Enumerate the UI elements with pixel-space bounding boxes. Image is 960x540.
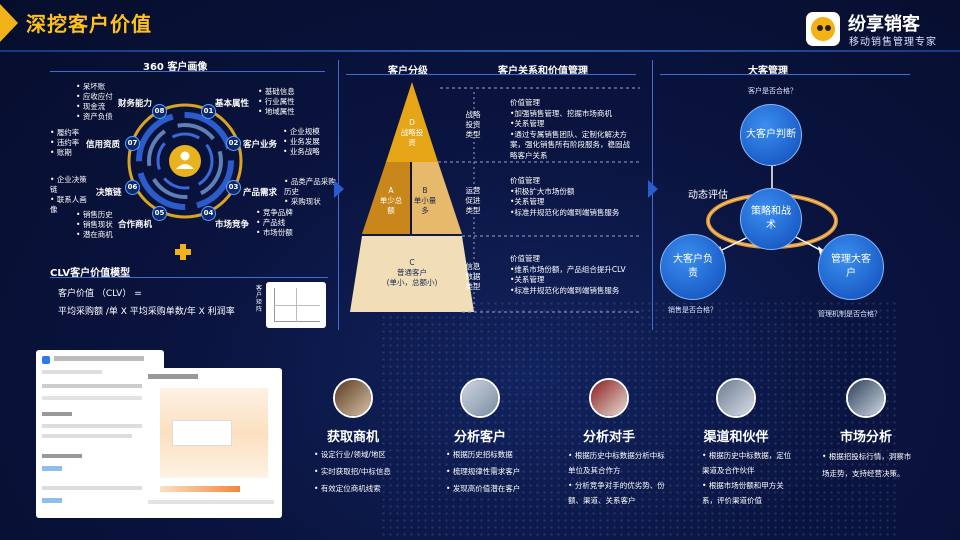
clv-formula-line2: 平均采购额 /单 X 平均采购单数/年 X 利润率 — [58, 307, 235, 317]
feature-image — [846, 378, 886, 418]
segment-items: 企业决策链联系人画像 — [50, 175, 94, 215]
segment-items: 履约率违约率账期 — [50, 128, 80, 158]
segment-items: 销售历史销售现状潜在商机 — [76, 210, 113, 240]
segment-items: 基础信息行业属性地域属性 — [258, 87, 295, 117]
question-sales: 销售是否合格？ — [668, 306, 717, 314]
node-big-account-judgement: 大客户判断 — [740, 104, 802, 166]
segment-number: 06 — [125, 180, 140, 195]
feature-items: 根据历史招标数据梳理规律性需求客户发现高价值潜在客户 — [446, 446, 556, 497]
brand-slogan: 移动销售管理专家 — [849, 37, 937, 48]
segment-items: 品类产品采购历史采购现状 — [284, 177, 336, 207]
feature-image — [589, 378, 629, 418]
segment-number: 05 — [152, 206, 167, 221]
feature-items: 根据历史中标数据，定位渠道及合作伙伴根据市场份额和甲方关系，评价渠道价值 — [702, 448, 794, 508]
segment-number: 01 — [201, 104, 216, 119]
chevron-right-icon — [334, 180, 344, 198]
segment-items: 企业规模业务发展业务战略 — [283, 127, 320, 157]
segment-number: 02 — [226, 136, 241, 151]
app-screenshot-analysis — [142, 368, 282, 518]
brand-logo-icon — [806, 12, 840, 46]
feature-image — [716, 378, 756, 418]
segment-number: 03 — [226, 180, 241, 195]
feature-items: 根据历史中标数据分析中标单位及其合作方分析竞争对手的优劣势、份额、渠道、关系客户 — [568, 448, 668, 508]
type-operational: 运营促进类型 — [465, 186, 481, 215]
segmentation-title: 客户分级 — [388, 66, 428, 77]
plus-icon — [175, 244, 191, 260]
type-information: 信息数据类型 — [465, 262, 481, 291]
page-title: 深挖客户价值 — [26, 12, 152, 36]
segment-label: 客户业务 — [243, 140, 278, 150]
clv-matrix-label: 客户矩阵 — [256, 285, 263, 313]
segment-items: 呆坏账应收应付现金流资产负债 — [76, 82, 113, 122]
segment-label: 基本属性 — [215, 99, 250, 109]
segmentation-divider — [346, 74, 636, 75]
node-account-owner: 大客户负责 — [660, 234, 726, 300]
key-accounts-divider — [660, 74, 910, 75]
segment-number: 07 — [125, 136, 140, 151]
feature-title: 获取商机 — [326, 430, 379, 445]
node-manage-account: 管理大客户 — [818, 234, 884, 300]
customer-pyramid — [350, 82, 640, 313]
portrait-title: 360 客户画像 — [143, 62, 208, 73]
question-customer: 客户是否合格？ — [748, 87, 797, 95]
relationship-title: 客户关系和价值管理 — [498, 66, 588, 77]
segment-number: 08 — [152, 104, 167, 119]
title-divider — [0, 50, 960, 52]
feature-title: 市场分析 — [839, 430, 892, 445]
desc-strategic: 价值管理•加强销售管理、挖掘市场商机 •关系管理•通过专属销售团队、定制化解决方… — [510, 98, 630, 160]
feature-image — [460, 378, 500, 418]
clv-title: CLV客户价值模型 — [50, 268, 131, 279]
question-mechanism: 管理机制是否合格？ — [818, 310, 881, 318]
clv-divider — [50, 277, 328, 278]
feature-title: 分析对手 — [582, 430, 635, 445]
segment-label: 合作商机 — [118, 220, 153, 230]
brand-name: 纷享销客 — [848, 14, 920, 35]
feature-items: 根据招投标行情，洞察市场走势，支持经营决策。 — [822, 448, 914, 482]
segment-label: 市场竞争 — [215, 220, 250, 230]
node-strategy-tactics: 策略和战术 — [740, 188, 802, 250]
dynamic-evaluation-label: 动态评估 — [688, 190, 728, 201]
clv-matrix-thumbnail — [266, 282, 326, 328]
segment-number: 04 — [201, 206, 216, 221]
type-strategic: 战略投资类型 — [465, 110, 481, 139]
feature-title: 分析客户 — [453, 430, 506, 445]
segment-label: 财务能力 — [118, 99, 153, 109]
clv-formula-line1: 客户价值 （CLV） = — [58, 289, 142, 299]
segment-label: 产品需求 — [243, 188, 278, 198]
title-arrow-icon — [0, 4, 18, 42]
feature-items: 设定行业/领域/地区实时获取招/中标信息有效定位商机线索 — [314, 446, 424, 497]
segment-label: 决策链 — [96, 188, 122, 198]
chevron-right-icon — [648, 180, 658, 198]
feature-image — [333, 378, 373, 418]
desc-information: 价值管理•维系市场份额，产品组合提升CLV •关系管理•标准并规范化的端到端销售… — [510, 254, 626, 295]
portrait-divider — [50, 71, 325, 72]
desc-operational: 价值管理•积极扩大市场份额 •关系管理•标准并规范化的端到端销售服务 — [510, 176, 620, 217]
segment-items: 竞争品牌产品线市场份额 — [256, 208, 293, 238]
portrait-wheel — [127, 103, 243, 219]
key-accounts-title: 大客管理 — [748, 66, 788, 77]
segment-label: 信用资质 — [86, 140, 121, 150]
feature-title: 渠道和伙伴 — [703, 430, 769, 445]
